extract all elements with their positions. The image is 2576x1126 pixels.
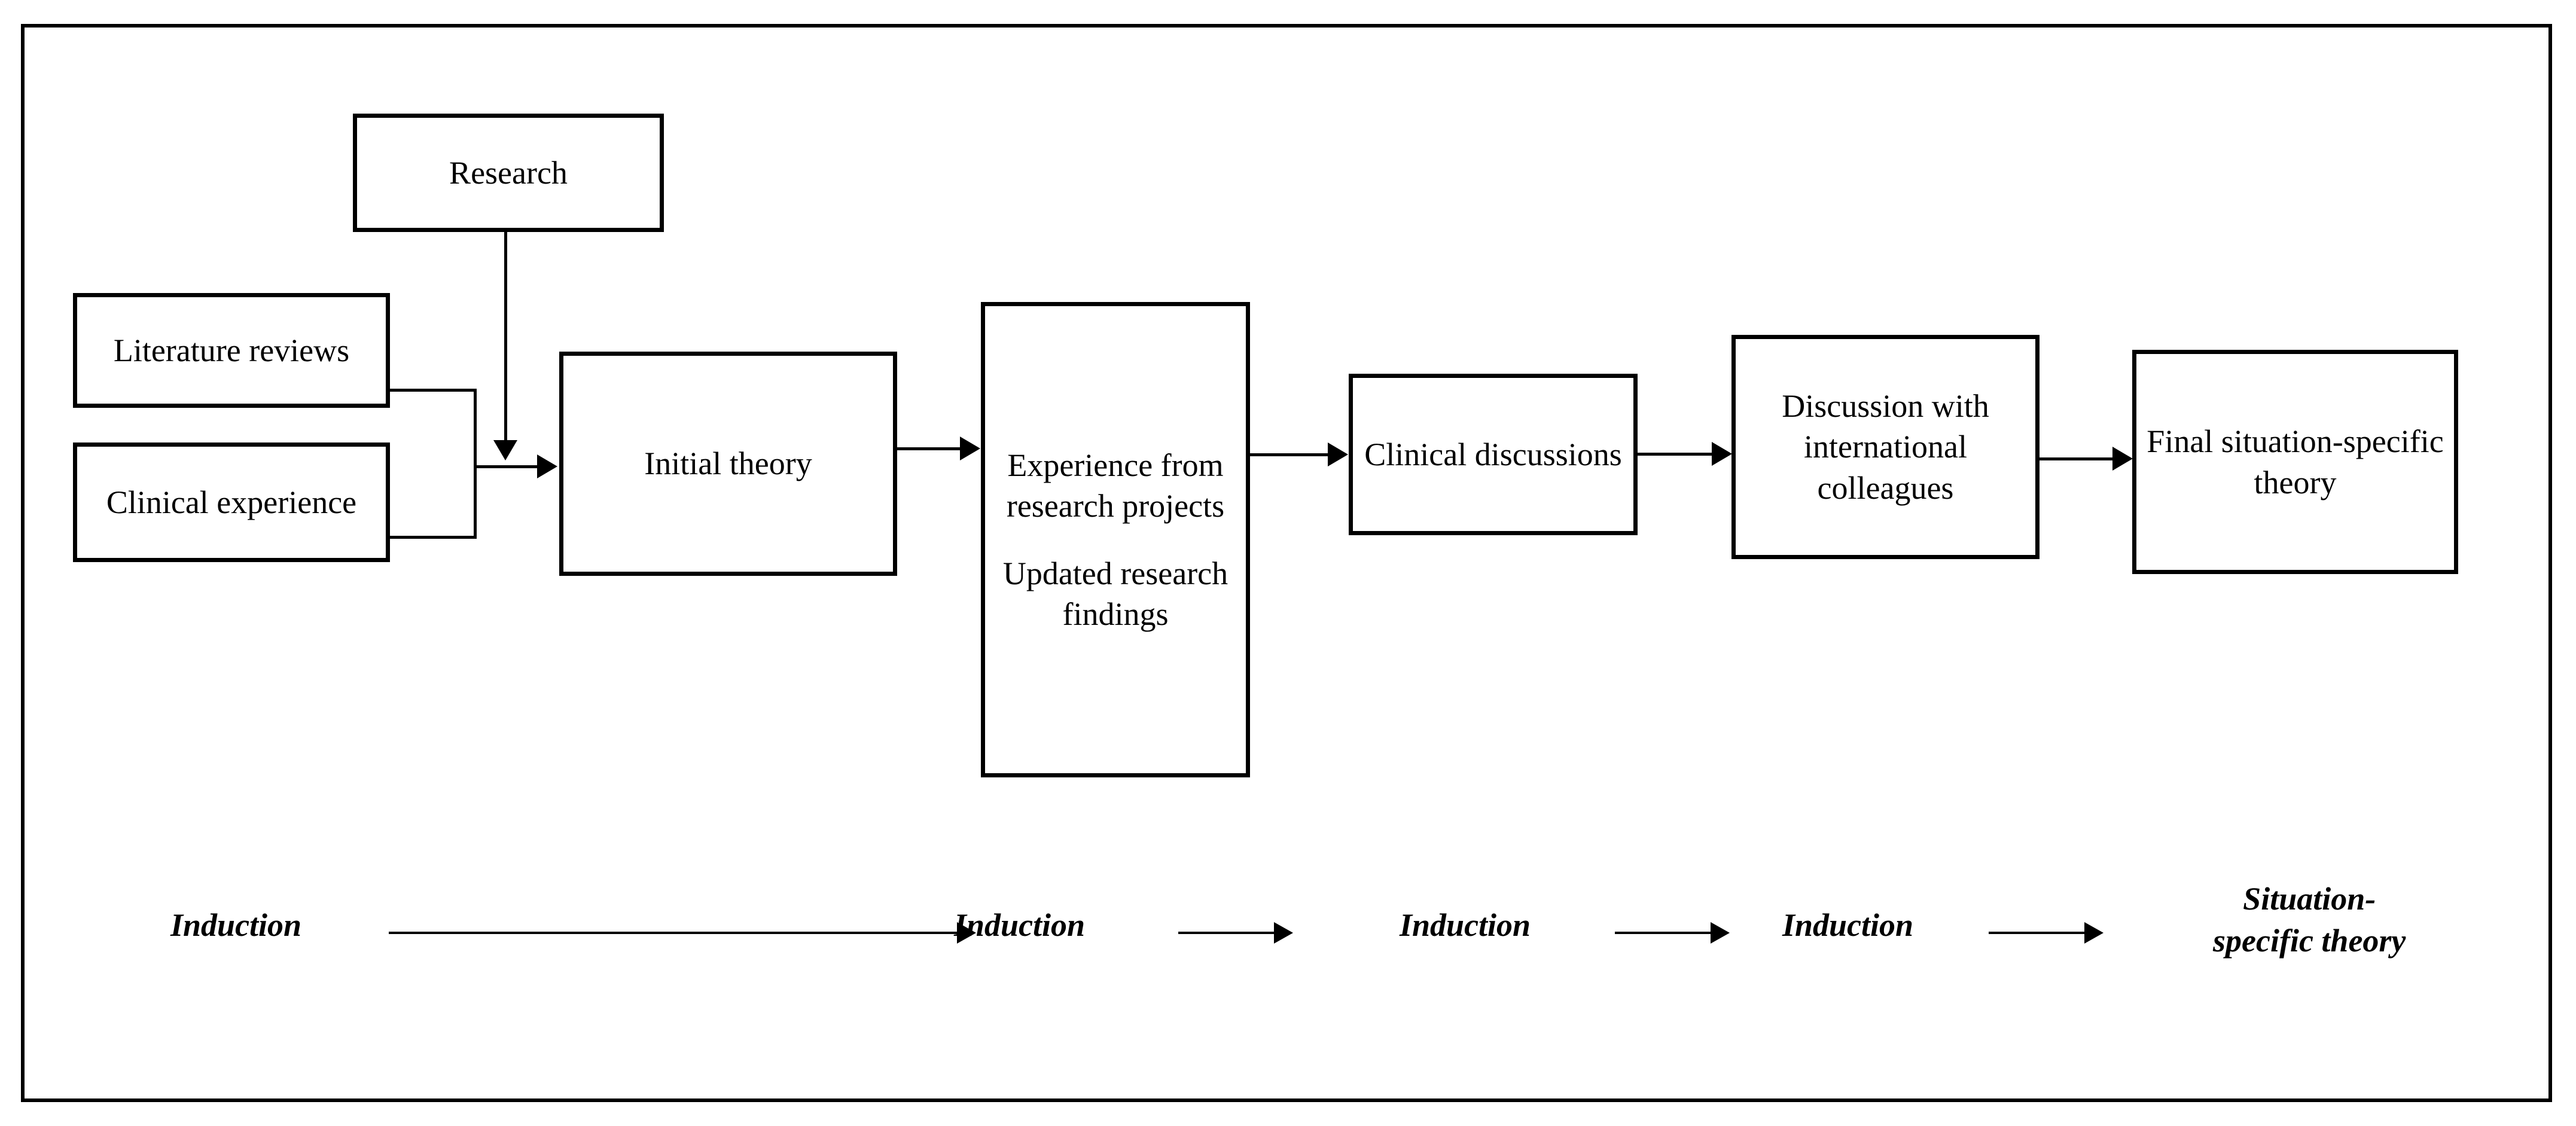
induction-arrow-2-head	[1274, 922, 1293, 944]
connector-initial-to-experience	[897, 447, 963, 450]
situation-specific-theory-line1: Situation-	[2243, 881, 2376, 917]
node-experience-research: Experience from research projects Update…	[981, 302, 1250, 777]
induction-arrow-1-line	[389, 932, 963, 934]
connector-literature-stub	[390, 389, 477, 392]
connector-bracket-to-initial-theory	[474, 465, 539, 468]
situation-specific-theory-label: Situation- specific theory	[2213, 878, 2406, 962]
node-clinical-discussions: Clinical discussions	[1349, 374, 1638, 535]
induction-label-1: Induction	[170, 904, 301, 946]
connector-clinical-to-discussion	[1638, 453, 1715, 456]
node-initial-theory-label: Initial theory	[644, 445, 812, 482]
node-experience-research-label-2: Updated research findings	[1002, 555, 1228, 632]
connector-final-arrowhead	[2112, 447, 2133, 471]
induction-label-2: Induction	[954, 904, 1085, 946]
node-clinical-experience-label: Clinical experience	[106, 484, 357, 520]
connector-research-vertical	[504, 232, 507, 441]
induction-label-4-text: Induction	[1782, 907, 1914, 943]
situation-specific-theory-line2: specific theory	[2213, 923, 2406, 959]
connector-clinical-experience-stub	[390, 536, 477, 539]
connector-discussion-to-final	[2040, 457, 2116, 460]
connector-bracket-spine	[474, 389, 477, 538]
node-experience-research-label-1: Experience from research projects	[1006, 447, 1225, 524]
node-research: Research	[353, 114, 664, 232]
induction-arrow-1-head	[957, 922, 976, 944]
induction-arrow-2-line	[1178, 932, 1280, 934]
node-clinical-discussions-label: Clinical discussions	[1364, 436, 1622, 472]
node-final-theory-label: Final situation-specific theory	[2147, 423, 2444, 501]
induction-arrow-4-head	[2084, 922, 2104, 944]
induction-label-1-text: Induction	[170, 907, 302, 943]
induction-label-2-text: Induction	[954, 907, 1086, 943]
induction-arrow-3-line	[1615, 932, 1717, 934]
induction-arrow-3-head	[1711, 922, 1730, 944]
node-discussion-international: Discussion with international colleagues	[1731, 335, 2040, 559]
induction-label-3-text: Induction	[1400, 907, 1531, 943]
connector-initial-theory-arrowhead	[537, 454, 557, 478]
induction-label-3: Induction	[1400, 904, 1531, 946]
node-initial-theory: Initial theory	[559, 352, 897, 576]
node-clinical-experience: Clinical experience	[73, 443, 390, 562]
node-research-label: Research	[449, 154, 568, 191]
node-final-theory: Final situation-specific theory	[2132, 350, 2458, 574]
connector-discussion-arrowhead	[1712, 442, 1732, 466]
node-literature-reviews: Literature reviews	[73, 293, 390, 408]
node-literature-reviews-label: Literature reviews	[113, 332, 350, 368]
connector-clinical-arrowhead	[1328, 443, 1348, 466]
connector-experience-to-clinical	[1250, 453, 1331, 456]
induction-arrow-4-line	[1989, 932, 2090, 934]
induction-label-4: Induction	[1782, 904, 1913, 946]
diagram-outer-frame	[21, 24, 2552, 1102]
node-discussion-international-label: Discussion with international colleagues	[1782, 388, 1989, 506]
connector-experience-arrowhead	[960, 437, 980, 460]
connector-research-arrowhead	[493, 440, 517, 460]
